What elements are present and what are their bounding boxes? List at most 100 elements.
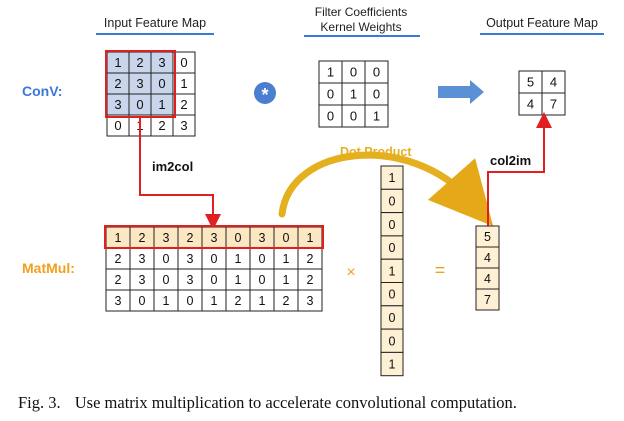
kernel-column-cell: 0	[380, 328, 404, 353]
filter-header-line1: Filter Coefficients	[315, 5, 407, 19]
input-map-value: 1	[158, 97, 165, 112]
convolve-operator-symbol: *	[261, 85, 268, 105]
matrix-value: 1	[235, 252, 242, 266]
kernel-value: 1	[327, 65, 334, 80]
matrix-cell: 2	[297, 247, 323, 270]
col2im-arrow	[487, 112, 552, 226]
kernel-value: 1	[373, 109, 380, 124]
conv-output-arrow-icon	[438, 80, 484, 104]
matrix-cell: 0	[153, 268, 179, 291]
matrix-cell: 0	[201, 268, 227, 291]
matrix-cell: 0	[273, 226, 299, 249]
kernel-column-cell: 0	[380, 235, 404, 260]
kernel-cell: 0	[364, 60, 389, 84]
matrix-cell: 3	[177, 247, 203, 270]
kernel-column-value: 0	[389, 241, 396, 255]
output-map-cell: 7	[541, 92, 566, 116]
matrix-cell: 2	[225, 289, 251, 312]
convolve-operator-circle	[254, 82, 276, 104]
kernel-column-cell: 1	[380, 258, 404, 284]
matrix-value: 3	[211, 231, 218, 245]
matrix-value: 2	[307, 273, 314, 287]
figure-caption: Fig. 3. Use matrix multiplication to acc…	[18, 393, 618, 413]
input-map-cell: 2	[172, 93, 196, 116]
caption-label: Fig. 3.	[18, 393, 61, 412]
input-map-value: 2	[114, 76, 121, 91]
input-map-value: 3	[180, 118, 187, 133]
kernel-cell: 1	[318, 60, 343, 84]
kernel-column-value: 1	[389, 264, 396, 278]
matrix-cell: 1	[249, 289, 275, 312]
output-map-value: 5	[527, 75, 534, 90]
kernel-column-value: 1	[389, 358, 396, 372]
kernel-column-value: 0	[389, 334, 396, 348]
kernel-value: 0	[327, 87, 334, 102]
input-map-cell: 0	[172, 51, 196, 74]
input-map-cell: 3	[128, 72, 152, 95]
matrix-cell: 1	[273, 247, 299, 270]
matrix-value: 0	[235, 231, 242, 245]
caption-text: Use matrix multiplication to accelerate …	[74, 393, 517, 412]
matrix-value: 1	[283, 252, 290, 266]
matrix-value: 0	[163, 273, 170, 287]
input-map-value: 3	[136, 76, 143, 91]
matrix-value: 2	[115, 273, 122, 287]
kernel-value: 0	[373, 87, 380, 102]
kernel-cell: 0	[341, 60, 366, 84]
input-map-value: 1	[114, 55, 121, 70]
input-map-cell: 1	[150, 93, 174, 116]
matrix-cell: 0	[225, 226, 251, 249]
output-column-cell: 4	[475, 267, 500, 290]
kernel-column-cell: 1	[380, 165, 404, 190]
matrix-cell: 3	[129, 247, 155, 270]
input-map-value: 2	[180, 97, 187, 112]
kernel-value: 0	[327, 109, 334, 124]
kernel-column-value: 0	[389, 311, 396, 325]
matrix-row-highlight	[104, 225, 324, 249]
kernel-column-value: 0	[389, 218, 396, 232]
matrix-cell: 3	[129, 268, 155, 291]
matrix-value: 2	[235, 294, 242, 308]
matrix-value: 1	[259, 294, 266, 308]
matrix-cell: 2	[177, 226, 203, 249]
matrix-value: 3	[259, 231, 266, 245]
matrix-value: 3	[187, 273, 194, 287]
matrix-cell: 3	[177, 268, 203, 291]
input-map-cell: 2	[150, 114, 174, 137]
output-map-cell: 4	[518, 92, 543, 116]
input-map-value: 3	[158, 55, 165, 70]
matmul-row-label: MatMul:	[22, 260, 75, 276]
input-map-cell: 2	[106, 72, 130, 95]
matrix-value: 2	[115, 252, 122, 266]
matrix-cell: 1	[105, 226, 131, 249]
output-map-value: 4	[527, 97, 534, 112]
input-map-value: 0	[158, 76, 165, 91]
matrix-cell: 1	[201, 289, 227, 312]
output-column-value: 4	[484, 251, 491, 265]
kernel-cell: 0	[364, 82, 389, 106]
matrix-value: 3	[115, 294, 122, 308]
input-map-value: 2	[136, 55, 143, 70]
kernel-column-cell: 1	[380, 351, 404, 377]
times-operator: ×	[346, 264, 355, 281]
input-map-cell: 0	[128, 93, 152, 116]
input-map-value: 1	[180, 76, 187, 91]
matrix-value: 2	[283, 294, 290, 308]
matrix-value: 0	[283, 231, 290, 245]
matrix-value: 1	[235, 273, 242, 287]
dot-product-arc	[278, 151, 494, 227]
matrix-value: 3	[187, 252, 194, 266]
matrix-value: 0	[259, 252, 266, 266]
input-map-cell: 3	[150, 51, 174, 74]
input-map-value: 2	[158, 118, 165, 133]
output-map-value: 4	[550, 75, 557, 90]
matrix-value: 0	[211, 252, 218, 266]
kernel-value: 1	[350, 87, 357, 102]
output-map-value: 7	[550, 97, 557, 112]
matrix-value: 0	[259, 273, 266, 287]
matrix-cell: 0	[177, 289, 203, 312]
matrix-cell: 0	[153, 247, 179, 270]
output-column-cell: 7	[475, 288, 500, 311]
